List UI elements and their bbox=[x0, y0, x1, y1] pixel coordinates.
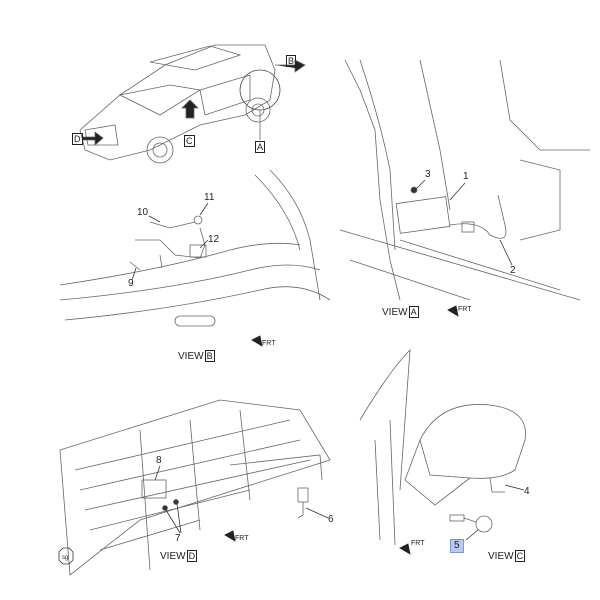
frt-label: FRT bbox=[458, 306, 472, 313]
frt-label: FRT bbox=[262, 340, 276, 347]
frt-arrow-icons bbox=[224, 305, 459, 555]
callout-3: 3 bbox=[425, 169, 431, 180]
view-b-locator-label: B bbox=[286, 55, 297, 67]
view-letter: D bbox=[186, 550, 198, 562]
callout-7: 7 bbox=[175, 533, 181, 544]
view-b-drawing bbox=[59, 169, 331, 327]
callout-5-highlighted: 5 bbox=[450, 539, 464, 553]
view-c-locator-label: C bbox=[184, 135, 195, 147]
callout-2: 2 bbox=[510, 265, 516, 276]
view-d-locator-label: D bbox=[72, 133, 83, 145]
symbol-label: sg bbox=[62, 555, 69, 561]
view-a-locator-label: A bbox=[255, 141, 266, 153]
callout-4: 4 bbox=[524, 486, 530, 497]
view-d-drawing bbox=[58, 399, 331, 576]
callout-10: 10 bbox=[137, 207, 149, 218]
view-word: VIEW bbox=[178, 350, 204, 362]
view-word: VIEW bbox=[160, 550, 186, 562]
callout-11: 11 bbox=[204, 192, 215, 203]
view-letter: C bbox=[514, 550, 526, 562]
view-a-drawing bbox=[339, 59, 590, 301]
view-letter: B bbox=[204, 350, 215, 362]
callout-6: 6 bbox=[328, 514, 334, 525]
view-word: VIEW bbox=[382, 306, 408, 318]
view-letter: A bbox=[408, 306, 419, 318]
octagon-symbol-icon bbox=[58, 547, 74, 565]
frt-label: FRT bbox=[411, 540, 425, 547]
callout-12: 12 bbox=[208, 234, 220, 245]
callout-8: 8 bbox=[156, 455, 162, 466]
view-c-drawing bbox=[359, 348, 526, 546]
frt-label: FRT bbox=[235, 535, 249, 542]
view-word: VIEW bbox=[488, 550, 514, 562]
callout-9: 9 bbox=[128, 278, 134, 289]
callout-1: 1 bbox=[463, 171, 469, 182]
